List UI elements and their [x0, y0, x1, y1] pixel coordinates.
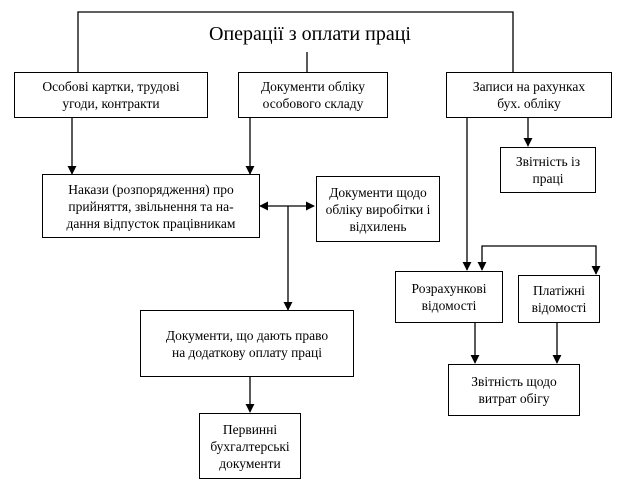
diagram-title: Операції з оплати праці: [209, 23, 411, 45]
node-payment-sheets: Платіжні відомості: [518, 275, 600, 323]
node-extra-pay-docs: Документи, що дають право на додаткову о…: [140, 310, 354, 377]
node-output-docs: Документи щодо обліку виробітки і відхил…: [316, 176, 440, 242]
node-account-entries: Записи на рахунках бух. обліку: [446, 72, 612, 118]
connector-payroll-bracket-right: [535, 245, 601, 275]
connector-payroll-bracket-left: [477, 245, 535, 271]
node-payroll-sheets: Розрахункові відомості: [395, 271, 503, 323]
node-orders: Накази (розпорядження) про прийняття, зв…: [42, 174, 260, 238]
node-primary-docs: Первинні бухгалтерські документи: [199, 413, 301, 479]
node-labor-report: Звітність із праці: [500, 147, 596, 193]
node-personal-cards: Особові картки, трудові угоди, контракти: [14, 72, 208, 118]
title-frame-line: [77, 11, 514, 72]
node-expense-report: Звітність щодо витрат обігу: [448, 364, 580, 416]
node-staff-records: Документи обліку особового складу: [238, 72, 388, 118]
